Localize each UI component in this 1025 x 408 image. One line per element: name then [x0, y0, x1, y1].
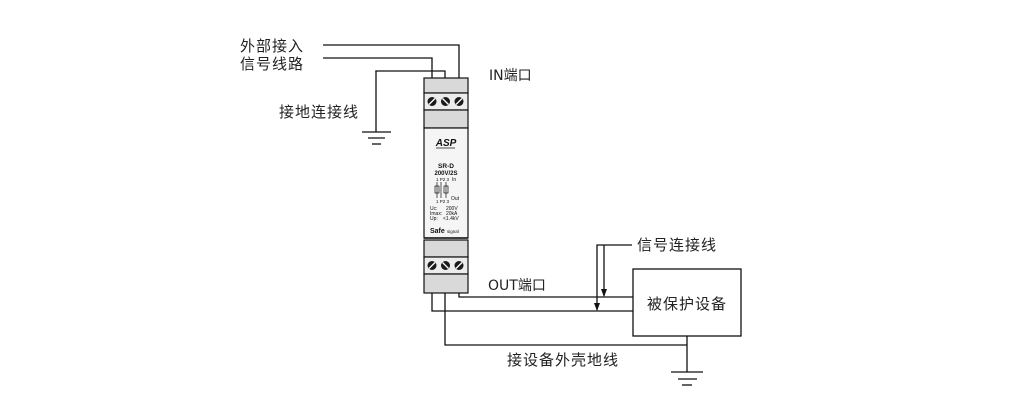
spec-up-value: <1.4kV	[443, 216, 459, 222]
device-logo: ASP	[435, 138, 457, 149]
protected-device-box	[632, 268, 742, 337]
ground-wire-top	[375, 70, 446, 78]
top-wires	[323, 44, 460, 132]
device-top-cap	[423, 77, 469, 94]
device-shell-ground-wire	[444, 293, 687, 346]
signal-wire-label: 信号连接线	[637, 236, 717, 254]
bottom-wires	[431, 293, 687, 346]
bottom-screws	[427, 261, 464, 270]
surge-protector-device: ASP SR-D 200V/2S 1 P2 3 In 1 P2 3 Out Uc…	[423, 77, 469, 294]
out-port-label: OUT端口	[488, 278, 546, 294]
screw-icon	[427, 261, 437, 270]
device-top-lower	[423, 109, 469, 129]
in-label: In	[452, 177, 456, 183]
device-model: SR-D	[438, 163, 454, 170]
out-signal-wire-1	[458, 293, 633, 298]
external-line-wire-2	[323, 57, 433, 78]
device-specs: Uc: 200V Imax: 20kA Up: <1.4kV	[430, 206, 459, 222]
screw-icon	[441, 261, 450, 270]
top-screws	[427, 97, 464, 106]
signal-wire-pointer	[596, 244, 632, 310]
ground-wire-label: 接地连接线	[279, 103, 359, 121]
out-signal-wire-2	[431, 293, 633, 312]
device-schematic: 1 P2 3 In 1 P2 3 Out	[434, 177, 460, 204]
external-line-label-1: 外部接入	[240, 37, 304, 55]
screw-icon	[441, 97, 450, 106]
spec-up-label: Up:	[430, 216, 438, 222]
device-bottom-upper	[423, 239, 469, 258]
arrow-down-icon	[594, 289, 607, 311]
external-line-wire-1	[323, 44, 460, 78]
spec-imax-label: Imax:	[430, 211, 442, 217]
in-port-label: IN端口	[489, 68, 532, 84]
device-shell-ground-label: 接设备外壳地线	[507, 351, 619, 369]
spec-uc-value: 200V	[446, 206, 458, 212]
device-brand-main: Safe	[430, 228, 445, 235]
device-rating: 200V/2S	[434, 171, 457, 177]
protected-device-label: 被保护设备	[647, 295, 727, 313]
spec-imax-value: 20kA	[446, 211, 458, 217]
pin-numbers-top: 1 P2 3	[436, 177, 450, 182]
ground-symbol-right-icon	[671, 371, 703, 386]
device-brand-sub: signal	[447, 229, 459, 234]
screw-icon	[427, 97, 437, 106]
device-bottom-cap	[423, 273, 469, 294]
pin-numbers-bottom: 1 P2 3	[436, 199, 450, 204]
out-label: Out	[451, 196, 460, 202]
screw-icon	[454, 261, 464, 270]
external-line-label-2: 信号线路	[240, 55, 304, 73]
spec-uc-label: Uc:	[430, 206, 438, 212]
screw-icon	[454, 97, 464, 106]
ground-symbol-left-icon	[362, 131, 391, 145]
